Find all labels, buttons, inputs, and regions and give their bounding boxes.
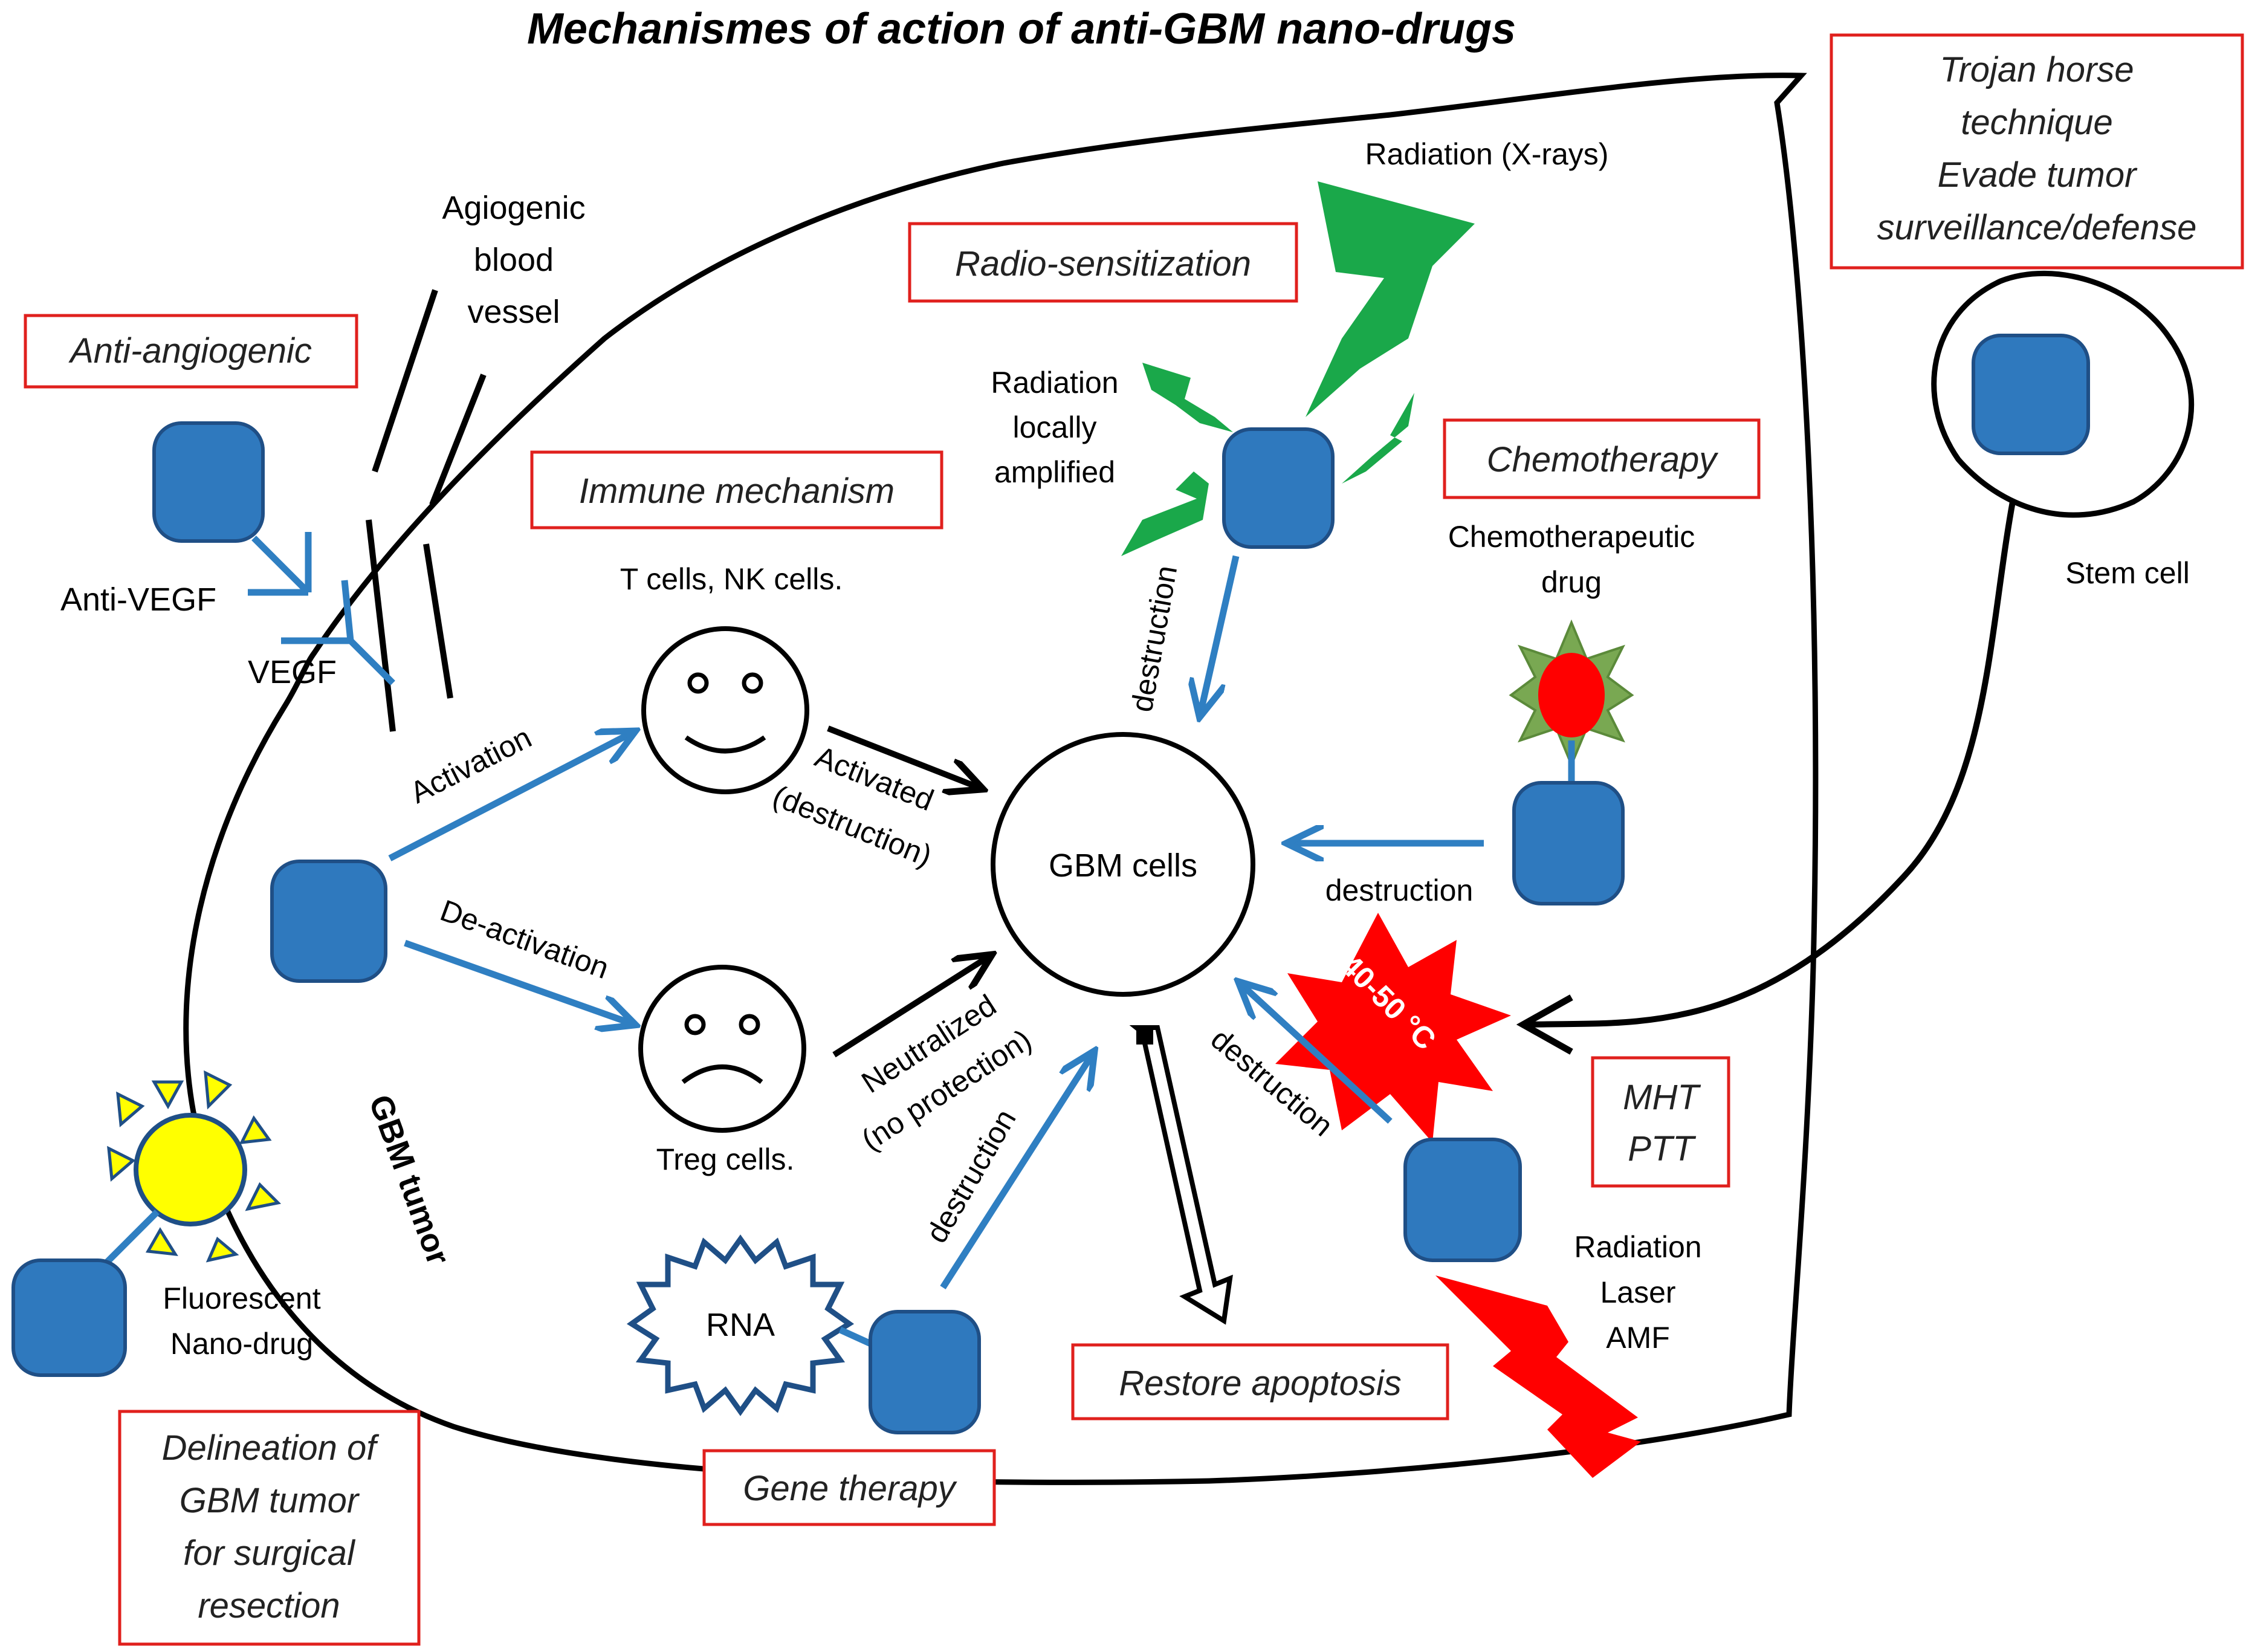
laser-bolt-icon	[1435, 1275, 1641, 1478]
stem-cell-arrowhead	[1516, 994, 1573, 1055]
vegf-label: VEGF	[248, 654, 337, 690]
gene-destruction-label: destruction	[919, 1104, 1023, 1249]
trojan-label-4: surveillance/defense	[1877, 208, 2197, 247]
chemo-drug-label-2: drug	[1541, 565, 1602, 599]
gbm-tumor-label: GBM tumor	[362, 1090, 457, 1270]
xray-bolt-icon	[1306, 181, 1475, 417]
stem-cell-nanodrug	[1972, 334, 2090, 455]
blood-vessel	[366, 289, 487, 732]
vegf-receptor-icon	[281, 580, 395, 685]
stem-cell-label: Stem cell	[2065, 556, 2190, 590]
delineation-label-1: Delineation of	[162, 1428, 380, 1468]
vessel-label-3: vessel	[467, 294, 560, 330]
delineation-label-4: resection	[198, 1586, 340, 1625]
rna-starburst-icon	[626, 1234, 855, 1416]
gene-therapy-box	[702, 1449, 996, 1526]
diagram-title: Mechanismes of action of anti-GBM nano-d…	[527, 5, 1516, 53]
rna-label: RNA	[706, 1307, 775, 1343]
deactivation-label: De-activation	[436, 893, 613, 985]
gene-therapy-label: Gene therapy	[743, 1469, 957, 1508]
chemo-drug-star-icon	[1509, 619, 1634, 786]
trojan-label-3: Evade tumor	[1938, 155, 2138, 195]
chemotherapy-label: Chemotherapy	[1487, 440, 1718, 479]
immune-nanodrug	[270, 860, 387, 983]
radio-nanodrug	[1222, 427, 1335, 549]
restore-apoptosis-box	[1071, 1343, 1449, 1420]
fluorescent-label-2: Nano-drug	[170, 1327, 313, 1361]
immune-mechanism-label: Immune mechanism	[579, 471, 895, 511]
t-cell-smiley-icon	[641, 626, 809, 794]
heat-destruction-arrow	[1239, 982, 1393, 1124]
gene-destruction-arrow	[940, 1052, 1094, 1289]
heat-source-label-2: Laser	[1600, 1275, 1675, 1309]
fluorescent-label-1: Fluorescent	[163, 1281, 320, 1315]
gbm-cells-label: GBM cells	[1049, 847, 1197, 884]
treg-cell-sad-icon	[638, 965, 806, 1133]
chemo-nanodrug	[1512, 781, 1625, 905]
radio-sensitization-box	[908, 222, 1298, 303]
chemo-drug-label-1: Chemotherapeutic	[1448, 520, 1695, 554]
gbm-cells-circle	[991, 732, 1255, 997]
apoptosis-arrow	[1129, 1025, 1233, 1325]
fluorescent-sun-icon	[103, 1070, 282, 1266]
fluorescent-nanodrug	[11, 1258, 127, 1377]
trojan-label-1: Trojan horse	[1940, 50, 2134, 89]
vessel-label-2: blood	[474, 242, 554, 278]
radiation-local-label-2: locally	[1013, 410, 1097, 444]
t-cells-label: T cells, NK cells.	[620, 562, 843, 596]
radiation-bolt-icon	[1142, 363, 1233, 432]
anti-vegf-nanodrug	[152, 421, 265, 543]
radiation-local-label-3: amplified	[994, 455, 1115, 489]
mht-ptt-box	[1591, 1056, 1730, 1188]
gene-nanodrug	[869, 1310, 981, 1434]
heat-source-label-3: AMF	[1606, 1321, 1670, 1355]
radiation-xrays-label: Radiation (X-rays)	[1365, 137, 1609, 171]
activation-label: Activation	[405, 720, 537, 809]
delineation-box	[118, 1410, 421, 1646]
treg-label: Treg cells.	[656, 1142, 795, 1176]
ptt-label: PTT	[1628, 1129, 1696, 1168]
trojan-horse-box	[1830, 33, 2244, 270]
heat-nanodrug	[1403, 1138, 1522, 1262]
mht-label: MHT	[1623, 1078, 1701, 1117]
delineation-label-3: for surgical	[183, 1534, 356, 1573]
radio-destruction-arrow	[1200, 555, 1240, 716]
chemotherapy-box	[1443, 418, 1761, 499]
gbm-tumor-outline	[183, 73, 1819, 1485]
anti-vegf-label: Anti-VEGF	[60, 581, 216, 618]
anti-angiogenic-label: Anti-angiogenic	[68, 331, 312, 371]
immune-mechanism-box	[530, 450, 943, 530]
anti-vegf-antibody-icon	[248, 532, 312, 596]
rna-linker	[838, 1326, 875, 1349]
radiation-bolt-icon	[1342, 393, 1414, 484]
stem-cell-membrane	[1931, 270, 2195, 518]
radio-sensitization-label: Radio-sensitization	[955, 244, 1251, 283]
stem-cell-migration-arrow	[1523, 501, 2016, 1028]
deactivation-arrow	[404, 939, 635, 1025]
heat-starburst-icon	[1275, 913, 1511, 1142]
radiation-local-label-1: Radiation	[991, 366, 1118, 400]
radiation-bolt-icon	[1121, 471, 1209, 556]
anti-angiogenic-box	[24, 314, 358, 389]
apoptosis-arrow-base	[1136, 1028, 1153, 1045]
activation-arrow	[388, 731, 635, 861]
heat-source-label-1: Radiation	[1574, 1230, 1701, 1264]
chemo-destruction-label: destruction	[1325, 873, 1474, 907]
radio-destruction-label: destruction	[1125, 563, 1184, 714]
restore-apoptosis-label: Restore apoptosis	[1119, 1364, 1401, 1403]
delineation-label-2: GBM tumor	[180, 1481, 360, 1520]
trojan-label-2: technique	[1961, 103, 2113, 142]
neutralized-arrow	[832, 955, 991, 1058]
vessel-label-1: Agiogenic	[442, 190, 585, 226]
activated-arrow	[827, 725, 982, 789]
